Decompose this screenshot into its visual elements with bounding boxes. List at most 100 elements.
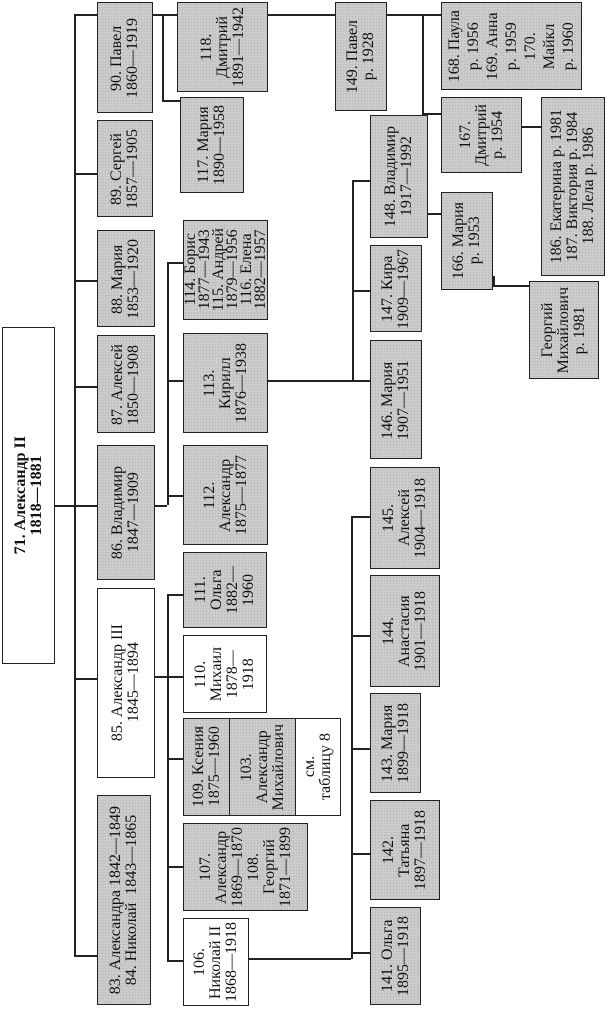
person-label: 112. Александр 1875—1877 [200,455,250,535]
connector [352,290,370,292]
connector [153,14,177,16]
person-georgiy: Георгий Михайлович р. 1981 [529,281,599,379]
person-label: 167. Дмитрий р. 1954 [456,104,506,166]
see-table-8-note: см. таблицу 8 [295,718,341,816]
person-85: 85. Александр III 1845—1894 [97,588,155,778]
connector [54,505,74,507]
connector [167,380,183,382]
connector [268,14,335,16]
connector [74,505,97,507]
connector [493,276,495,286]
person-label: 113. Кирилл 1876—1938 [200,343,250,423]
note-label: см. таблицу 8 [301,733,334,801]
connector [74,280,97,282]
person-147: 147. Кира 1909—1967 [370,245,422,332]
connector [351,635,370,637]
person-label: 87. Алексей 1850—1908 [109,343,142,425]
connector [167,758,183,760]
connector [162,14,164,100]
person-label: 111. Ольга 1882— 1960 [192,566,257,614]
connector [351,516,370,518]
connector [351,516,353,959]
person-114-116: 114. Борис 1877—1943 115. Андрей 1879—19… [181,220,269,320]
person-146: 146. Мария 1907—1951 [370,340,422,459]
person-83-84: 83. Александра 1842—1849 84. Николай 184… [97,795,151,1005]
person-186-188: 186. Екатерина р. 1981 187. Виктория р. … [541,97,605,276]
connector [167,495,183,497]
person-141: 141. Ольга 1895—1918 [370,907,421,1005]
person-label: 149. Павел р. 1928 [344,19,377,94]
person-111: 111. Ольга 1882— 1960 [183,552,267,628]
person-89: 89. Сергей 1857—1905 [97,120,153,217]
connector [167,262,169,505]
person-label: 88. Мария 1853—1920 [109,238,142,319]
connector [167,866,183,868]
connector [74,955,97,957]
person-label: 89. Сергей 1857—1905 [108,128,141,209]
person-label: 117. Мария 1890—1958 [195,105,228,185]
person-label: 166. Мария р. 1953 [450,202,483,280]
connector [351,748,370,750]
connector [352,380,370,382]
connector [167,594,169,960]
person-label: 118. Дмитрий 1891—1942 [197,7,247,87]
connector [74,173,97,175]
connector [167,262,183,264]
person-118: 118. Дмитрий 1891—1942 [177,2,268,92]
connector [74,14,76,956]
connector [351,952,370,954]
connector [351,853,370,855]
connector [167,960,183,962]
person-label: 142. Татьяна 1897—1918 [380,810,429,890]
connector [422,14,424,114]
connector [422,113,441,115]
connector [74,678,97,680]
person-145: 145. Алексей 1904—1918 [370,467,440,569]
connector [352,180,370,182]
person-166: 166. Мария р. 1953 [441,192,493,290]
person-label: 186. Екатерина р. 1981 187. Виктория р. … [548,109,597,264]
connector [74,386,97,388]
person-label: 106. Николай II 1868—1918 [191,922,240,1002]
person-label: 144. Анастасия 1901—1918 [380,591,429,671]
person-label: 146. Мария 1907—1951 [379,359,412,440]
person-label: 107. Александр 1869—1870 108. Георгий 18… [196,827,294,907]
connector [155,505,167,507]
person-label: 103. Александр Михайлович [238,723,287,811]
person-142: 142. Татьяна 1897—1918 [370,800,440,900]
connector [155,676,167,678]
connector [167,594,183,596]
person-107-108: 107. Александр 1869—1870 108. Георгий 18… [183,823,308,911]
connector [387,14,441,16]
person-label: 83. Александра 1842—1849 84. Николай 184… [107,805,140,995]
person-112: 112. Александр 1875—1877 [183,445,268,545]
person-90: 90. Павел 1860—1919 [97,2,153,113]
person-168-170: 168. Паула р. 1956 169. Анна р. 1959 170… [441,2,582,90]
connector [268,380,352,382]
person-109: 109. Ксения 1875—1960 [183,718,231,816]
connector [74,14,97,16]
person-label: Георгий Михайлович р. 1981 [539,286,588,374]
connector [162,100,180,102]
person-label: 147. Кира 1909—1967 [379,248,412,329]
person-label: 143. Мария 1899—1918 [378,703,412,783]
person-113: 113. Кирилл 1876—1938 [183,333,268,433]
connector [493,285,529,287]
person-label: 109. Ксения 1875—1960 [190,726,223,808]
connector [522,126,541,128]
person-110: 110. Михаил 1878— 1918 [183,635,267,713]
person-88: 88. Мария 1853—1920 [97,230,155,327]
person-label: 114. Борис 1877—1943 115. Андрей 1879—19… [181,228,269,312]
person-label: 90. Павел 1860—1919 [108,17,141,98]
person-144: 144. Анастасия 1901—1918 [370,575,440,687]
connector [428,213,441,215]
person-167: 167. Дмитрий р. 1954 [441,97,522,173]
person-87: 87. Алексей 1850—1908 [97,335,155,433]
connector [352,180,354,380]
person-106: 106. Николай II 1868—1918 [183,918,249,1006]
connector [167,676,183,678]
person-143: 143. Мария 1899—1918 [370,693,421,793]
person-label: 145. Алексей 1904—1918 [380,478,429,558]
person-71: 71. Александр II 1818—1881 [2,327,55,664]
